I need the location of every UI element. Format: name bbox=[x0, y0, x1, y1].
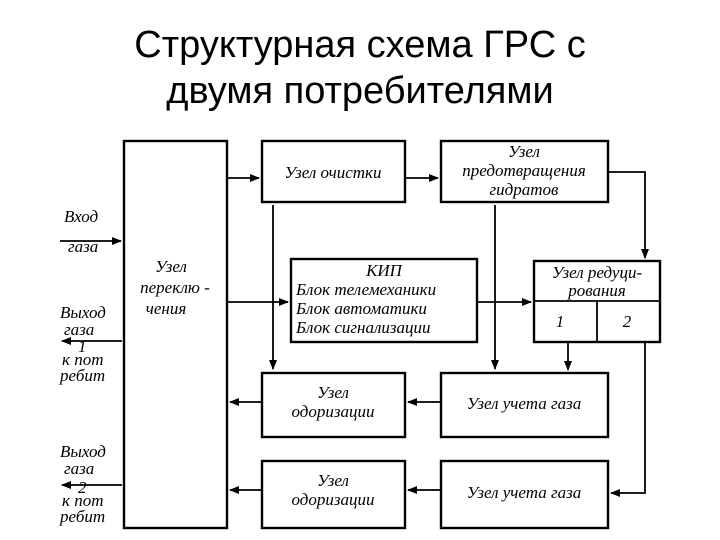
odor-unit-2-line-2: одоризации bbox=[291, 490, 374, 509]
hydrate-unit-line-1: Узел bbox=[508, 142, 540, 161]
switch-unit-line-3: чения bbox=[146, 299, 187, 318]
gas-out-1-line-5: ребит bbox=[59, 366, 105, 385]
kip-box bbox=[289, 257, 479, 344]
gas-out-1-line-3: 1 bbox=[78, 337, 87, 356]
meter-unit-2-box bbox=[439, 459, 610, 530]
gas-out-1-label: Выход газа 1 к пот ребит bbox=[59, 303, 106, 385]
hydrate-unit-line-3: гидратов bbox=[490, 180, 560, 199]
gas-in-label: Вход газа bbox=[64, 207, 99, 256]
cleaning-unit-box bbox=[260, 139, 407, 204]
gas-out-2-line-4: к пот bbox=[62, 491, 103, 510]
reduction-to-meter-2-arrow bbox=[610, 342, 646, 497]
hydrate-to-reduction-arrow bbox=[608, 171, 649, 259]
gas-out-2-line-1: Выход bbox=[60, 442, 106, 461]
odor-unit-1-line-1: Узел bbox=[317, 383, 349, 402]
reduction-unit-label: Узел редуци- рования 1 2 bbox=[552, 263, 643, 331]
odor-unit-2-label: Узел одоризации bbox=[291, 471, 374, 509]
gas-out-2-label: Выход газа 2 к пот ребит bbox=[59, 442, 106, 526]
kip-telemechanics: Блок телемеханики bbox=[295, 280, 436, 299]
reduction-cell-1: 1 bbox=[556, 312, 565, 331]
kip-signaling: Блок сигнализации bbox=[295, 318, 431, 337]
odor-unit-1-box bbox=[260, 371, 407, 439]
switch-unit-line-1: Узел bbox=[155, 257, 187, 276]
kip-label: КИП Блок телемеханики Блок автоматики Бл… bbox=[295, 261, 436, 337]
gas-out-1-line-4: к пот bbox=[62, 350, 103, 369]
gas-out-2-line-2: газа bbox=[64, 459, 94, 478]
cleaning-unit-label: Узел очистки bbox=[285, 163, 382, 182]
reduction-unit-line-1: Узел редуци- bbox=[552, 263, 643, 282]
kip-automation: Блок автоматики bbox=[295, 299, 427, 318]
hydrate-unit-label: Узел предотвращения гидратов bbox=[462, 142, 586, 199]
meter-unit-1-label: Узел учета газа bbox=[467, 394, 581, 413]
switch-unit-label: Узел переклю - чения bbox=[140, 257, 210, 318]
meter-unit-2-label: Узел учета газа bbox=[467, 483, 581, 502]
odor-unit-2-box bbox=[260, 459, 407, 530]
slide-title: Структурная схема ГРС с двумя потребител… bbox=[0, 22, 720, 114]
odor-unit-2-line-1: Узел bbox=[317, 471, 349, 490]
reduction-unit-line-2: рования bbox=[567, 281, 626, 300]
gas-out-1-line-2: газа bbox=[64, 320, 94, 339]
odor-unit-1-label: Узел одоризации bbox=[291, 383, 374, 421]
title-line-2: двумя потребителями bbox=[166, 70, 554, 112]
kip-title: КИП bbox=[365, 261, 404, 280]
odor-unit-1-line-2: одоризации bbox=[291, 402, 374, 421]
gas-in-line-1: Вход bbox=[64, 207, 99, 226]
meter-unit-1-box bbox=[439, 371, 610, 439]
reduction-cell-2: 2 bbox=[623, 312, 632, 331]
gas-out-1-line-1: Выход bbox=[60, 303, 106, 322]
switch-unit-box bbox=[122, 139, 229, 530]
hydrate-unit-line-2: предотвращения bbox=[462, 161, 586, 180]
title-line-1: Структурная схема ГРС с bbox=[134, 24, 586, 66]
gas-out-2-line-3: 2 bbox=[78, 478, 87, 497]
gas-in-line-2: газа bbox=[68, 237, 98, 256]
switch-unit-line-2: переклю - bbox=[140, 278, 210, 297]
gas-out-2-line-5: ребит bbox=[59, 507, 105, 526]
